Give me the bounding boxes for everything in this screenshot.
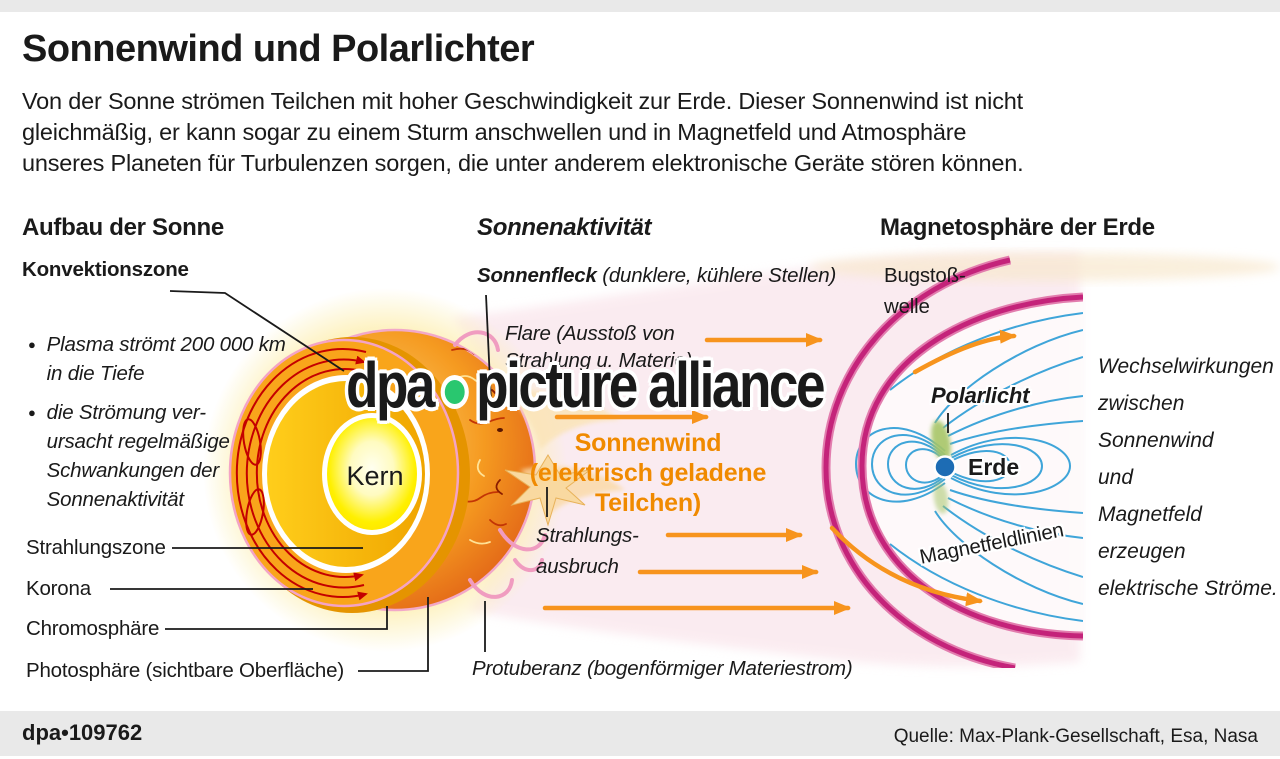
watermark-dpa-text: dpa [346, 349, 435, 421]
label-flare-line2: Strahlung u. Materie) [505, 349, 693, 372]
label-bugstosswelle-line1: Bugstoß- [884, 264, 966, 287]
core [327, 418, 417, 530]
label-sonnenfleck-desc: (dunklere, kühlere Stellen) [596, 264, 837, 287]
bow-shock-curve [821, 255, 1016, 668]
label-polarlicht: Polarlicht [931, 383, 1030, 408]
side-text-line: und [1098, 466, 1134, 489]
bullet-plasma-line: Plasma strömt 200 000 km [46, 333, 286, 356]
intro-line: unseres Planeten für Turbulenzen sorgen,… [22, 150, 1024, 176]
label-sonnenwind: Sonnenwind (elektrisch geladene Teilchen… [518, 428, 778, 518]
side-text-line: Sonnenwind [1098, 429, 1214, 452]
label-sonnenwind-line: Sonnenwind [574, 429, 722, 457]
label-strahlungsausbruch-line2: ausbruch [536, 555, 619, 578]
intro-line: Von der Sonne strömen Teilchen mit hoher… [22, 88, 1023, 114]
label-strahlungsausbruch-line1: Strahlungs- [536, 524, 639, 547]
top-bar [0, 0, 1280, 12]
side-text-line: zwischen [1098, 392, 1185, 415]
bullet-stroemung-line: Schwankungen der [46, 459, 220, 482]
side-text: Wechselwirkungen zwischen Sonnenwind und… [1098, 348, 1278, 607]
dpa-watermark: dpa picture alliance [346, 348, 826, 422]
label-konvektionszone: Konvektionszone [22, 258, 189, 281]
aurora-glow [931, 420, 951, 514]
label-sonnenwind-line: (elektrisch geladene [529, 459, 767, 487]
section-title-activity: Sonnenaktivität [477, 214, 652, 241]
protuberance-arcs [453, 330, 547, 599]
label-chromosphaere: Chromosphäre [26, 617, 160, 640]
bullet-stroemung-line: die Strömung ver- [46, 401, 206, 424]
label-kern: Kern [346, 461, 404, 491]
section-title-magnetosphere: Magnetosphäre der Erde [880, 214, 1155, 241]
convection-current-loops [235, 348, 368, 601]
label-korona: Korona [26, 577, 91, 600]
bullet-stroemung-line: ursacht regelmäßige [46, 430, 230, 453]
bullet-plasma: Plasma strömt 200 000 km in die Tiefe [28, 330, 286, 388]
side-text-line: erzeugen [1098, 540, 1186, 563]
footer-graphic-id: dpa•109762 [22, 720, 143, 745]
watermark-picture-alliance-text: picture alliance [476, 349, 825, 421]
leader-lines [110, 290, 949, 672]
intro-line: gleichmäßig, er kann sogar zu einem Stur… [22, 119, 967, 145]
footer-source: Quelle: Max-Plank-Gesellschaft, Esa, Nas… [893, 726, 1258, 747]
bullet-stroemung-line: Sonnenaktivität [46, 488, 184, 511]
label-sonnenwind-line: Teilchen) [594, 489, 702, 517]
label-sonnenfleck-term: Sonnenfleck [477, 264, 597, 287]
bullet-stroemung: die Strömung ver- ursacht regelmäßige Sc… [28, 398, 230, 514]
photosphere-texture [451, 347, 507, 545]
side-text-line: Wechselwirkungen [1098, 355, 1274, 378]
magnetosphere-interior [862, 297, 1083, 636]
magnetic-field-lines [854, 312, 1083, 622]
cream-top-band [810, 253, 1280, 281]
earth-dot [933, 455, 957, 479]
flare-wisp-upper [505, 391, 620, 450]
label-bugstosswelle-line2: welle [884, 295, 930, 318]
section-title-sun: Aufbau der Sonne [22, 214, 224, 241]
label-flare-line1: Flare (Ausstoß von [505, 322, 675, 345]
page-title: Sonnenwind und Polarlichter [22, 28, 535, 70]
side-text-line: elektrische Ströme. [1098, 577, 1278, 600]
label-strahlungszone: Strahlungszone [26, 536, 166, 559]
footer-bar [0, 711, 1280, 756]
solar-wind-arrows [542, 329, 1017, 615]
label-erde: Erde [968, 454, 1020, 480]
watermark-green-dot-icon [444, 380, 465, 404]
magnetopause-curve [857, 292, 1083, 641]
label-protuberanz: Protuberanz (bogenförmiger Materiestrom) [472, 657, 853, 680]
label-sonnenfleck: Sonnenfleck (dunklere, kühlere Stellen) [477, 264, 836, 288]
label-photosphaere: Photosphäre (sichtbare Oberfläche) [26, 659, 344, 682]
bullet-plasma-line: in die Tiefe [46, 362, 145, 385]
side-text-line: Magnetfeld [1098, 503, 1202, 526]
